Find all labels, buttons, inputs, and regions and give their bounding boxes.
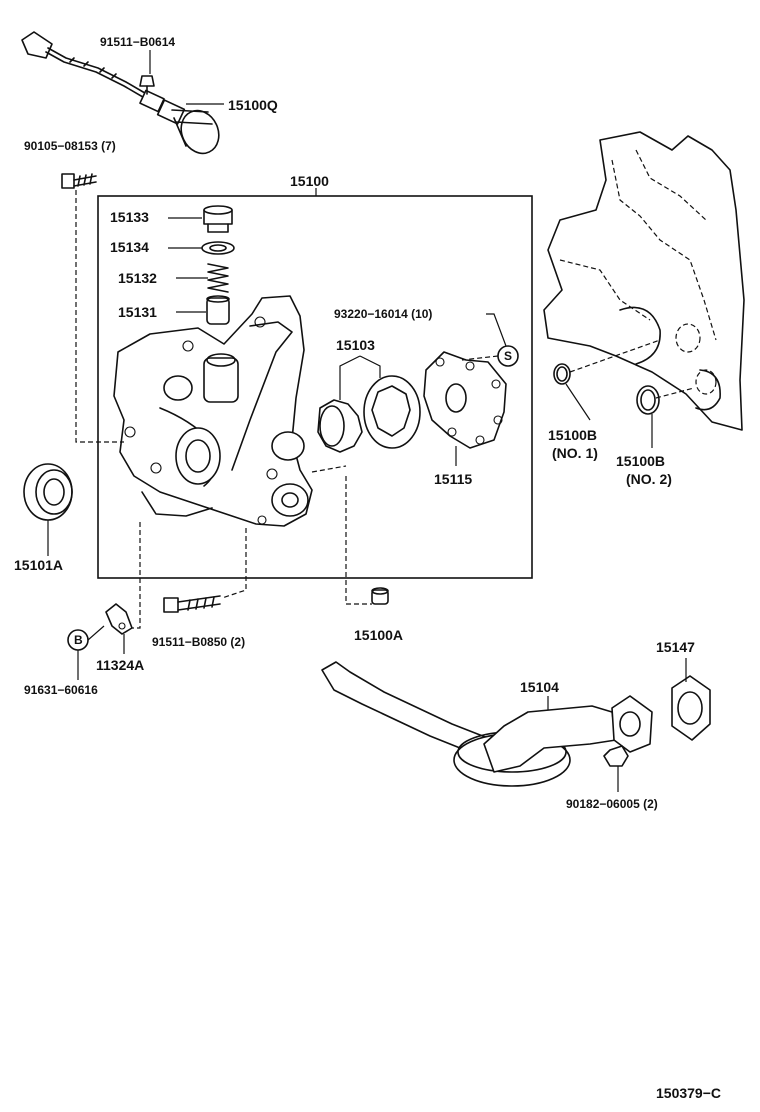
callout-15100b-no2-note: (NO. 2) xyxy=(626,471,672,487)
callout-15104: 15104 xyxy=(520,679,559,695)
sensor-harness-drawing xyxy=(21,31,220,155)
callout-90105-08153: 90105−08153 (7) xyxy=(24,139,116,153)
oil-strainer-15104-drawing xyxy=(321,661,653,787)
pump-gear-set-15103-drawing xyxy=(317,375,421,453)
gasket-15134-drawing xyxy=(201,241,235,255)
o-ring-15100b-no1-drawing xyxy=(553,363,571,385)
bolt-91511-b0850-drawing xyxy=(163,595,221,613)
relief-valve-15131-drawing xyxy=(206,295,230,325)
callout-91631-60616: 91631−60616 xyxy=(24,683,98,697)
callout-15100b-no1: 15100B xyxy=(548,427,597,443)
callout-15147: 15147 xyxy=(656,639,695,655)
callout-15133: 15133 xyxy=(110,209,149,225)
diagram-code: 150379−C xyxy=(656,1085,721,1101)
callout-15132: 15132 xyxy=(118,270,157,286)
callout-15100: 15100 xyxy=(290,173,329,189)
callout-15101a: 15101A xyxy=(14,557,63,573)
callout-11324a: 11324A xyxy=(96,657,144,673)
callout-15103: 15103 xyxy=(336,337,375,353)
relief-plug-15133-drawing xyxy=(203,205,233,233)
dowel-15100a-drawing xyxy=(371,587,389,605)
engine-block-fragment-drawing xyxy=(543,131,745,431)
oil-seal-15101a-drawing xyxy=(23,463,73,521)
nut-90182-drawing xyxy=(603,745,629,767)
oil-pump-body-drawing xyxy=(113,295,313,527)
bolt-90105-drawing xyxy=(61,173,97,189)
callout-15100b-no1-note: (NO. 1) xyxy=(552,445,598,461)
gasket-15147-drawing xyxy=(671,675,711,741)
callout-15131: 15131 xyxy=(118,304,157,320)
pump-cover-15115-drawing xyxy=(423,351,507,449)
callout-15100b-no2: 15100B xyxy=(616,453,665,469)
callout-93220-16014: 93220−16014 (10) xyxy=(334,307,432,321)
oil-pump-assembly-frame xyxy=(97,195,533,579)
callout-15100q: 15100Q xyxy=(228,97,278,113)
callout-15115: 15115 xyxy=(434,471,472,487)
spring-15132-drawing xyxy=(207,263,229,293)
o-ring-15100b-no2-drawing xyxy=(636,385,660,415)
b-marker-label: B xyxy=(74,633,83,647)
callout-15100a: 15100A xyxy=(354,627,403,643)
callout-15134: 15134 xyxy=(110,239,149,255)
bracket-11324a-drawing xyxy=(105,603,133,635)
callout-91511-b0614: 91511−B0614 xyxy=(100,35,175,49)
callout-90182-06005: 90182−06005 (2) xyxy=(566,797,658,811)
s-marker-label: S xyxy=(504,349,512,363)
callout-91511-b0850: 91511−B0850 (2) xyxy=(152,635,245,649)
bolt-91511-b0614-drawing xyxy=(139,75,155,95)
